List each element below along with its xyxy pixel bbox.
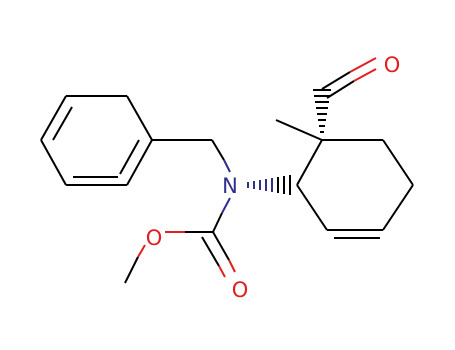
bond <box>349 57 377 73</box>
bond <box>326 80 355 99</box>
bond <box>126 95 153 141</box>
bond <box>382 139 414 186</box>
bond <box>353 68 377 82</box>
bond <box>201 236 220 267</box>
bond <box>223 159 231 173</box>
methyl-bond <box>275 119 323 141</box>
benzyl-linker <box>152 139 231 173</box>
cyclohexene-ring <box>296 139 414 239</box>
bond <box>212 212 223 233</box>
benzene-ring <box>40 95 153 186</box>
bond <box>126 139 153 186</box>
bond <box>382 184 414 231</box>
carbonyl-oxygen-label: O <box>232 278 249 302</box>
bond <box>211 139 225 161</box>
bond <box>124 256 139 284</box>
hashed-wedge-c2-cho <box>313 89 331 133</box>
bond <box>296 139 323 186</box>
ester-oxygen-label: O <box>146 226 163 250</box>
bond <box>296 184 328 231</box>
bond <box>40 139 67 186</box>
hashed-wedge-n-c1 <box>247 175 291 195</box>
carbamate <box>124 197 236 284</box>
aromatic-inner-bond <box>119 139 140 175</box>
bond <box>212 231 230 261</box>
bond <box>137 244 146 258</box>
bond <box>321 71 351 90</box>
bond <box>218 265 226 278</box>
aldehyde <box>321 57 377 99</box>
aromatic-inner-bond <box>52 106 73 141</box>
bond <box>228 259 236 273</box>
bond <box>221 197 231 214</box>
aldehyde-oxygen-label: O <box>384 53 401 77</box>
bond <box>40 95 67 141</box>
nitrogen-label: N <box>222 174 238 198</box>
